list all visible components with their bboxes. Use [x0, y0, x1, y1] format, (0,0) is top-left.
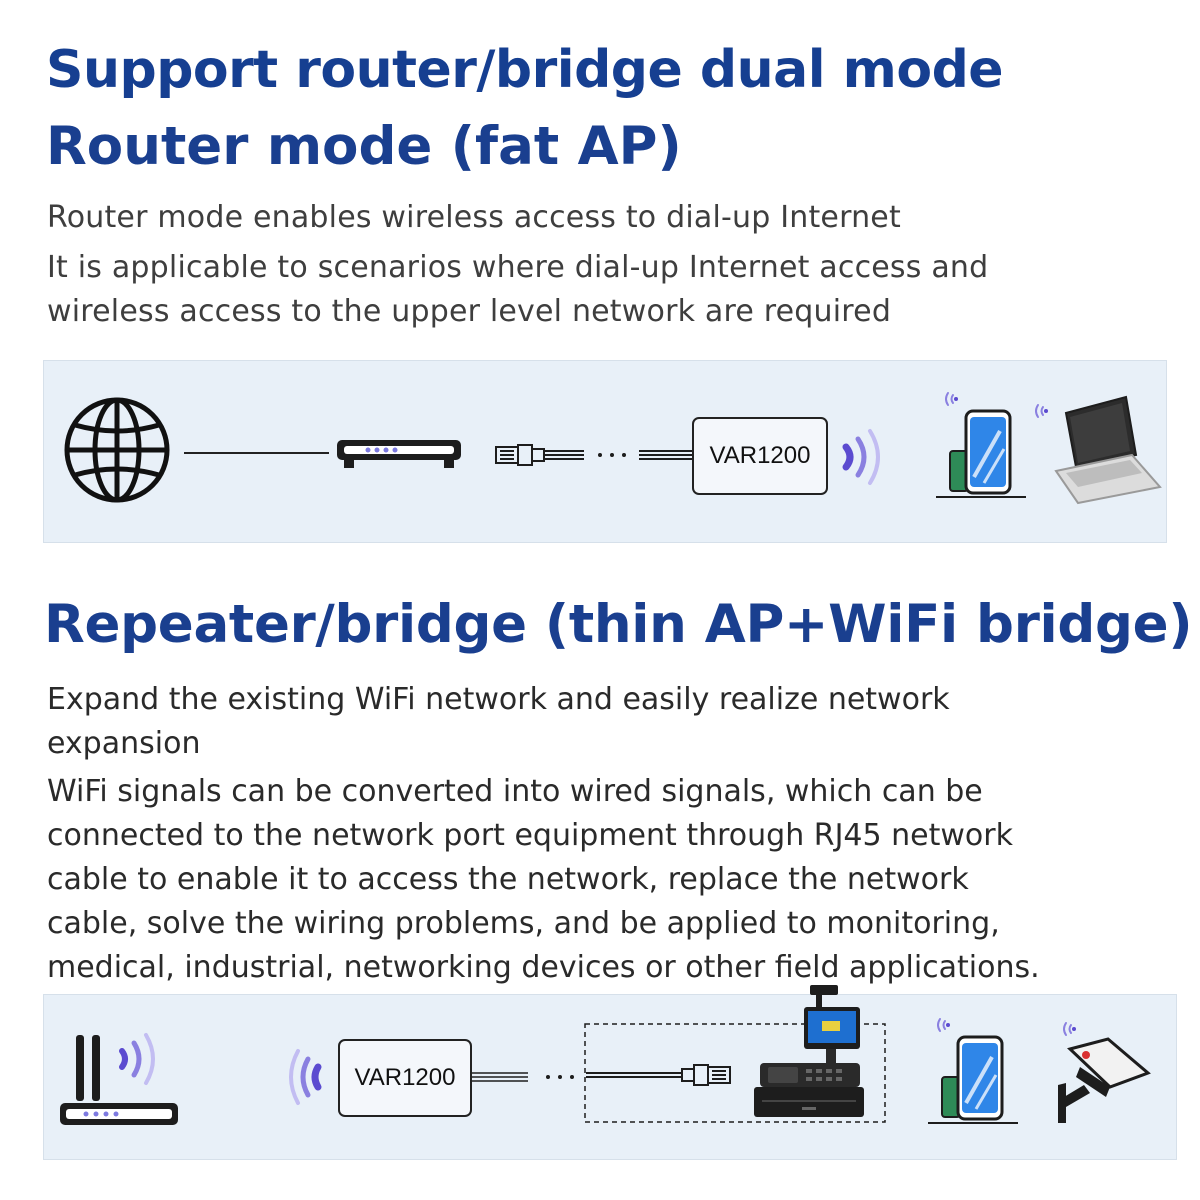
repeater-mode-line: cable, solve the wiring problems, and be… — [47, 906, 1000, 941]
repeater-mode-line: Expand the existing WiFi network and eas… — [47, 682, 950, 717]
smartphone-icon — [928, 1018, 1018, 1124]
laptop-icon — [1035, 395, 1162, 505]
repeater-mode-description: Expand the existing WiFi network and eas… — [47, 678, 1157, 990]
repeater-mode-title: Repeater/bridge (thin AP+WiFi bridge) — [44, 594, 1193, 655]
modem-icon — [337, 440, 461, 468]
security-camera-icon — [1058, 1022, 1151, 1123]
repeater-mode-line: medical, industrial, networking devices … — [47, 950, 1040, 985]
router-mode-description: Router mode enables wireless access to d… — [47, 196, 1147, 334]
rj45-connector-icon — [495, 444, 694, 466]
connection-line — [472, 1072, 574, 1082]
rj45-connector-icon — [586, 1064, 731, 1086]
repeater-mode-line: cable to enable it to access the network… — [47, 862, 969, 897]
router-mode-line: Router mode enables wireless access to d… — [47, 200, 901, 235]
router-mode-line: It is applicable to scenarios where dial… — [47, 250, 989, 285]
page-heading: Support router/bridge dual mode — [46, 40, 1004, 100]
router-mode-diagram: VAR1200 — [43, 360, 1167, 543]
repeater-mode-line: expansion — [47, 726, 201, 761]
wifi-signal-icon — [842, 429, 880, 485]
repeater-mode-line: WiFi signals can be converted into wired… — [47, 774, 983, 809]
router-icon — [60, 1033, 178, 1125]
router-mode-line: wireless access to the upper level netwo… — [47, 294, 892, 329]
wifi-signal-icon — [289, 1049, 322, 1105]
repeater-mode-line: connected to the network port equipment … — [47, 818, 1013, 853]
var1200-device: VAR1200 — [692, 417, 828, 495]
smartphone-icon — [936, 392, 1026, 498]
var1200-device: VAR1200 — [338, 1039, 472, 1117]
terminal-group-outline — [584, 1023, 886, 1123]
connection-line — [184, 452, 329, 454]
pos-terminal-icon — [754, 985, 864, 1117]
globe-icon — [64, 397, 170, 503]
repeater-mode-diagram: VAR1200 — [43, 985, 1177, 1160]
router-mode-title: Router mode (fat AP) — [46, 116, 682, 177]
